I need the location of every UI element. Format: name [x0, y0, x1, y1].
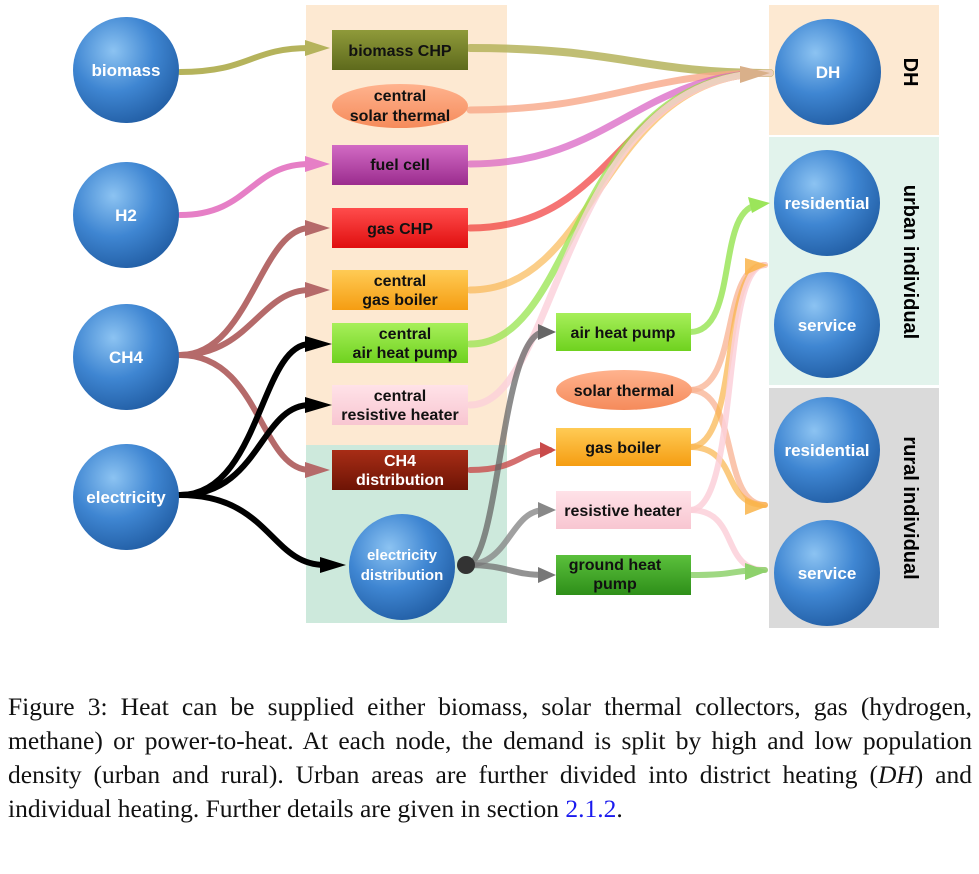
- box-central-resistive-heater: central resistive heater: [332, 385, 468, 425]
- solar-thermal-label: solar thermal: [574, 383, 674, 400]
- caption-part2: ) and individual heating. Further detail…: [8, 760, 972, 823]
- box-gas-chp-label: gas CHP: [367, 221, 433, 238]
- box-gas-boiler-label: gas boiler: [585, 440, 661, 457]
- node-rural-residential: residential: [774, 397, 880, 503]
- node-urban-service: service: [774, 272, 880, 378]
- box-air-heat-pump-label: air heat pump: [571, 325, 676, 342]
- node-urban-residential-label: residential: [784, 194, 869, 213]
- box-fuel-cell-label: fuel cell: [370, 157, 430, 174]
- node-ch4: CH4: [73, 304, 179, 410]
- region-label-dh: DH: [899, 58, 921, 87]
- figure-caption: Figure 3: Heat can be supplied either bi…: [8, 690, 972, 826]
- box-central-air-heat-pump: central air heat pump: [332, 323, 468, 363]
- flows-to-dh: [466, 44, 774, 409]
- box-gas-boiler: gas boiler: [556, 428, 691, 466]
- caption-section-ref[interactable]: 2.1.2: [565, 794, 617, 823]
- central-gas-boiler-label-1: central: [374, 273, 426, 290]
- node-dh: DH: [775, 19, 881, 125]
- node-ch4-label: CH4: [109, 348, 144, 367]
- node-dh-label: DH: [816, 63, 841, 82]
- node-electricity: electricity: [73, 444, 179, 550]
- caption-part3: .: [616, 794, 623, 823]
- node-biomass-label: biomass: [92, 61, 161, 80]
- ground-heat-pump-label-2: pump: [593, 576, 637, 593]
- node-rural-service: service: [774, 520, 880, 626]
- box-ch4-distribution: CH4 distribution: [332, 450, 468, 490]
- node-electricity-label: electricity: [86, 488, 166, 507]
- box-biomass-chp: biomass CHP: [332, 30, 468, 70]
- ground-heat-pump-label-1: ground heat: [569, 557, 662, 574]
- heat-supply-diagram: biomass H2 CH4 electricity biomass CHP c…: [73, 5, 939, 628]
- node-biomass: biomass: [73, 17, 179, 123]
- box-resistive-heater: resistive heater: [556, 491, 691, 529]
- central-ahp-label-2: air heat pump: [353, 345, 458, 362]
- region-label-urban: urban individual: [899, 185, 921, 339]
- ch4-distribution-label-2: distribution: [356, 472, 444, 489]
- box-central-gas-boiler: central gas boiler: [332, 270, 468, 310]
- source-flows: [177, 40, 556, 583]
- central-resistive-label-1: central: [374, 388, 426, 405]
- region-label-rural: rural individual: [899, 436, 921, 579]
- caption-dh: DH: [877, 760, 915, 789]
- flows-to-individual: [687, 197, 770, 580]
- electricity-distribution-label-1: electricity: [367, 547, 438, 564]
- central-solar-label-2: solar thermal: [350, 108, 450, 125]
- electricity-distribution-label-2: distribution: [361, 567, 444, 584]
- box-resistive-heater-label: resistive heater: [564, 503, 681, 520]
- node-urban-residential: residential: [774, 150, 880, 256]
- box-gas-chp: gas CHP: [332, 208, 468, 248]
- box-biomass-chp-label: biomass CHP: [348, 43, 451, 60]
- node-rural-residential-label: residential: [784, 441, 869, 460]
- distribution-junction: [457, 556, 475, 574]
- ellipse-central-solar-thermal: central solar thermal: [332, 84, 468, 128]
- central-resistive-label-2: resistive heater: [341, 407, 458, 424]
- node-h2: H2: [73, 162, 179, 268]
- ellipse-solar-thermal: solar thermal: [556, 370, 692, 410]
- node-electricity-distribution: electricity distribution: [349, 514, 455, 620]
- central-ahp-label-1: central: [379, 326, 431, 343]
- node-urban-service-label: service: [798, 316, 857, 335]
- box-air-heat-pump: air heat pump: [556, 313, 691, 351]
- node-h2-label: H2: [115, 206, 137, 225]
- node-rural-service-label: service: [798, 564, 857, 583]
- box-fuel-cell: fuel cell: [332, 145, 468, 185]
- central-solar-label-1: central: [374, 88, 426, 105]
- central-gas-boiler-label-2: gas boiler: [362, 292, 438, 309]
- ch4-distribution-label-1: CH4: [384, 453, 416, 470]
- box-ground-heat-pump: ground heat pump: [556, 555, 691, 595]
- caption-part1: Figure 3: Heat can be supplied either bi…: [8, 692, 972, 789]
